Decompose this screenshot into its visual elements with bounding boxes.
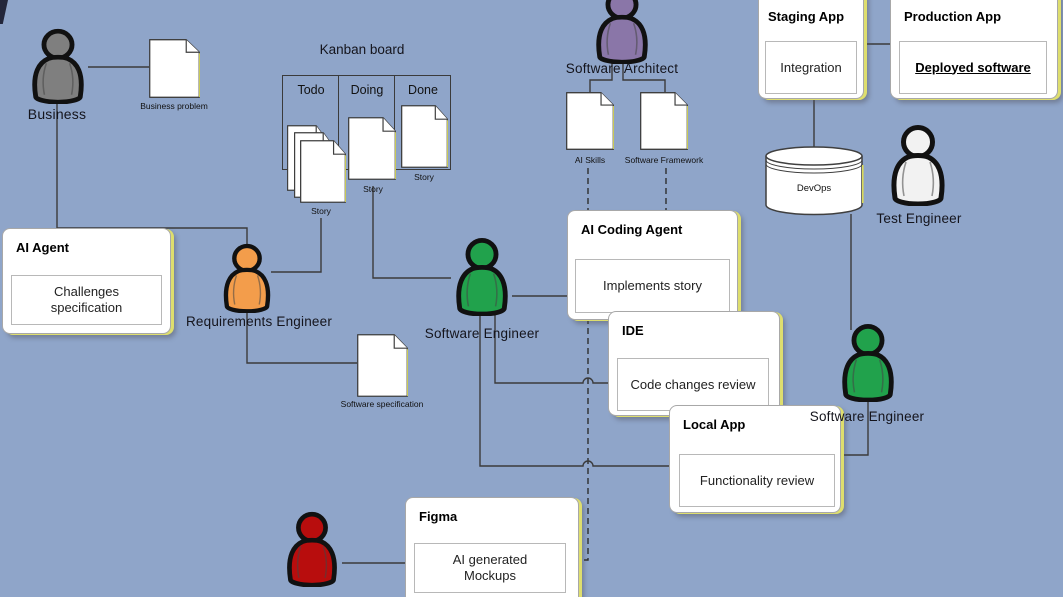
document-label: Software specification <box>340 399 424 409</box>
actor-test-engineer[interactable] <box>886 124 950 206</box>
document-label: Story <box>311 206 331 216</box>
card-item-implements-story[interactable]: Implements story <box>575 259 730 313</box>
database-label: DevOps <box>796 183 832 194</box>
actor-label-software-engineer-1: Software Engineer <box>424 326 540 341</box>
person-icon <box>591 0 653 64</box>
actor-label-software-engineer-2: Software Engineer <box>809 409 925 424</box>
card-item-ai-generated-mockups[interactable]: AI generated Mockups <box>414 543 566 593</box>
kanban-column-divider <box>338 76 339 169</box>
actor-software-architect[interactable] <box>591 0 653 64</box>
card-staging-app[interactable]: Staging App Integration <box>758 0 864 99</box>
card-title: Local App <box>683 417 746 432</box>
card-local-app[interactable]: Local App Functionality review <box>669 405 841 513</box>
person-icon <box>886 124 950 206</box>
document-label: Story <box>414 172 434 182</box>
card-item-integration[interactable]: Integration <box>765 41 857 94</box>
kanban-column-done: Done <box>408 83 438 97</box>
card-item-deployed-software[interactable]: Deployed software <box>899 41 1047 94</box>
document-label: AI Skills <box>574 155 606 165</box>
card-title: Figma <box>419 509 458 524</box>
document-business-problem[interactable] <box>149 39 200 98</box>
person-icon <box>27 28 89 104</box>
connector-story-todo-to-requirements <box>271 218 322 273</box>
person-icon <box>282 511 342 587</box>
person-icon <box>837 323 899 402</box>
actor-business[interactable] <box>27 28 89 104</box>
database-devops[interactable]: DevOps <box>764 145 864 216</box>
corner-artifact <box>0 0 8 24</box>
card-title: Production App <box>904 9 1002 24</box>
card-title: AI Coding Agent <box>581 222 683 237</box>
kanban-column-doing: Doing <box>350 83 384 97</box>
actor-requirements-engineer[interactable] <box>219 243 275 313</box>
card-production-app[interactable]: Production App Deployed software <box>890 0 1058 99</box>
actor-software-engineer-1[interactable] <box>451 237 513 316</box>
document-software-framework[interactable] <box>640 92 688 150</box>
document-ai-skills[interactable] <box>566 92 614 150</box>
actor-label-business: Business <box>27 106 87 122</box>
actor-label-requirements-engineer: Requirements Engineer <box>185 314 333 329</box>
card-item-code-changes-review[interactable]: Code changes review <box>617 358 769 411</box>
actor-label-software-architect: Software Architect <box>565 61 679 76</box>
document-story-todo[interactable] <box>300 140 346 203</box>
document-story-doing[interactable] <box>348 117 396 180</box>
document-label: Story <box>363 184 383 194</box>
card-ai-agent[interactable]: AI Agent Challenges specification <box>2 228 171 334</box>
document-software-specification[interactable] <box>357 334 408 397</box>
person-icon <box>451 237 513 316</box>
kanban-column-todo: Todo <box>297 83 325 97</box>
person-icon <box>219 243 275 313</box>
kanban-column-divider <box>394 76 395 169</box>
card-title: AI Agent <box>16 240 69 255</box>
connector-story-doing-to-engineer <box>372 186 451 279</box>
card-title: Staging App <box>768 9 845 24</box>
card-item-challenges-specification[interactable]: Challenges specification <box>11 275 162 325</box>
card-ai-coding-agent[interactable]: AI Coding Agent Implements story <box>567 210 738 320</box>
card-ide[interactable]: IDE Code changes review <box>608 311 780 416</box>
document-label: Software Framework <box>624 155 704 165</box>
card-item-functionality-review[interactable]: Functionality review <box>679 454 835 507</box>
connector-business-to-requirements <box>56 100 248 248</box>
document-story-done[interactable] <box>401 105 448 168</box>
kanban-board[interactable]: Todo Doing Done <box>282 75 451 170</box>
actor-designer[interactable] <box>282 511 342 587</box>
actor-label-test-engineer: Test Engineer <box>876 211 962 226</box>
document-label: Business problem <box>140 101 208 111</box>
card-title: IDE <box>622 323 644 338</box>
kanban-board-title: Kanban board <box>319 42 405 57</box>
card-figma[interactable]: Figma AI generated Mockups <box>405 497 579 597</box>
actor-software-engineer-2[interactable] <box>837 323 899 402</box>
